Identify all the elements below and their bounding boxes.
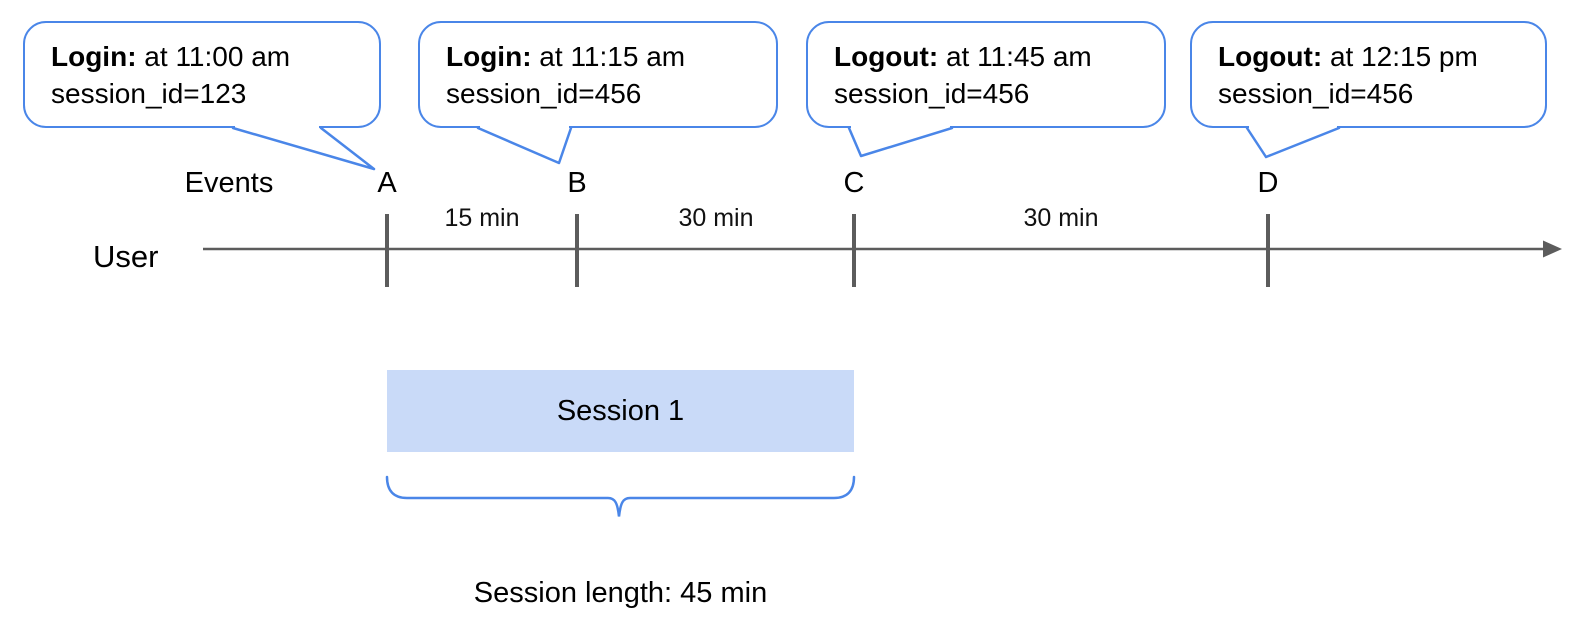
callout-event-line: Login: at 11:00 am — [51, 38, 369, 75]
callout-event-line: Logout: at 11:45 am — [834, 38, 1154, 75]
callout-login-a: Login: at 11:00 am session_id=123 — [23, 21, 381, 128]
interval-label-a-b: 15 min — [444, 204, 520, 232]
callout-event-type: Logout: — [834, 41, 939, 72]
user-row-label: User — [93, 239, 159, 274]
callout-logout-d: Logout: at 12:15 pm session_id=456 — [1190, 21, 1547, 128]
event-marker-c: C — [843, 167, 865, 199]
event-marker-a: A — [377, 167, 397, 199]
callout-tail-c — [847, 126, 954, 158]
callout-event-time: at 12:15 pm — [1322, 41, 1478, 72]
callout-event-type: Login: — [446, 41, 532, 72]
session-1-box: Session 1 — [387, 370, 854, 452]
interval-label-b-c: 30 min — [678, 204, 754, 232]
callout-event-time: at 11:45 am — [938, 41, 1092, 72]
events-row-label: Events — [184, 167, 274, 199]
session-length-brace — [385, 475, 856, 517]
callout-event-time: at 11:15 am — [531, 41, 686, 72]
session-length-label: Session length: 45 min — [473, 577, 768, 609]
event-marker-d: D — [1257, 167, 1279, 199]
timeline-arrowhead-icon — [1543, 240, 1562, 258]
callout-session-id: session_id=456 — [446, 78, 642, 109]
callout-logout-c: Logout: at 11:45 am session_id=456 — [806, 21, 1166, 128]
interval-label-c-d: 30 min — [1023, 204, 1099, 232]
callout-tail-b — [476, 126, 573, 165]
callout-session-id: session_id=123 — [51, 78, 247, 109]
callout-login-b: Login: at 11:15 am session_id=456 — [418, 21, 778, 128]
callout-event-type: Logout: — [1218, 41, 1323, 72]
callout-event-time: at 11:00 am — [136, 41, 291, 72]
callout-tail-d — [1245, 126, 1341, 159]
callout-session-id: session_id=456 — [1218, 78, 1414, 109]
callout-session-id: session_id=456 — [834, 78, 1030, 109]
callout-event-line: Logout: at 12:15 pm — [1218, 38, 1535, 75]
callout-event-type: Login: — [51, 41, 137, 72]
session-1-label: Session 1 — [556, 394, 685, 427]
callout-tail-a — [231, 126, 376, 171]
event-marker-b: B — [567, 167, 587, 199]
callout-event-line: Login: at 11:15 am — [446, 38, 766, 75]
